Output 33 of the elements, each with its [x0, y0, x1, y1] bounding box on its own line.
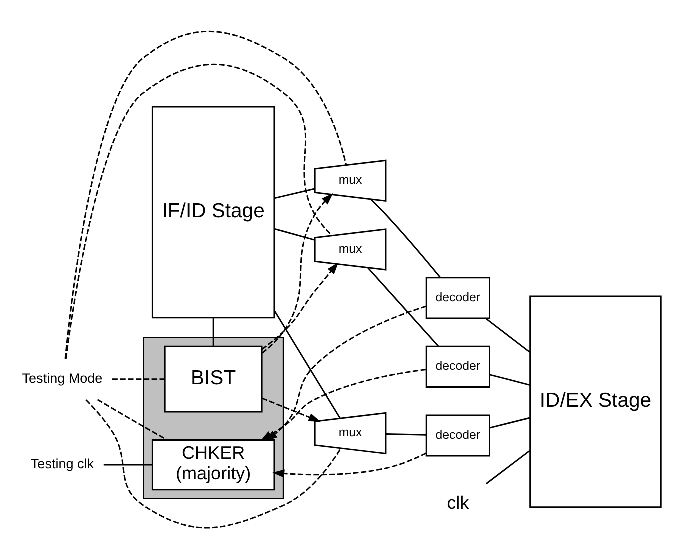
connector	[212, 318, 214, 346]
connector	[490, 417, 530, 429]
arrow	[266, 306, 427, 442]
connector	[486, 450, 531, 485]
node-text: clk	[447, 492, 470, 513]
node-box: BIST	[164, 346, 263, 413]
node-box: CHKER (majority)	[152, 440, 276, 491]
node-box: decoder	[426, 414, 490, 457]
connector	[490, 374, 530, 386]
connector	[486, 318, 531, 354]
connector	[274, 310, 341, 419]
arrow	[262, 193, 334, 354]
node-box: mux	[314, 228, 387, 271]
node-box: ID/EX Stage	[530, 296, 662, 508]
connector	[274, 228, 316, 241]
node-text: Testing Mode	[22, 370, 103, 386]
node-box: decoder	[426, 277, 490, 320]
connector	[97, 399, 168, 441]
node-text: Testing clk	[30, 456, 94, 472]
connector	[386, 434, 426, 436]
node-box: mux	[314, 412, 387, 455]
node-box: mux	[314, 160, 387, 202]
node-box: IF/ID Stage	[152, 106, 276, 319]
arrow	[262, 262, 339, 350]
connector	[367, 267, 440, 348]
arrow	[262, 398, 321, 422]
arrow	[272, 452, 427, 478]
connector	[104, 464, 153, 466]
connector	[274, 188, 315, 200]
connector	[112, 378, 165, 380]
connector	[86, 400, 342, 529]
connector	[370, 199, 442, 278]
node-box: decoder	[426, 346, 490, 388]
